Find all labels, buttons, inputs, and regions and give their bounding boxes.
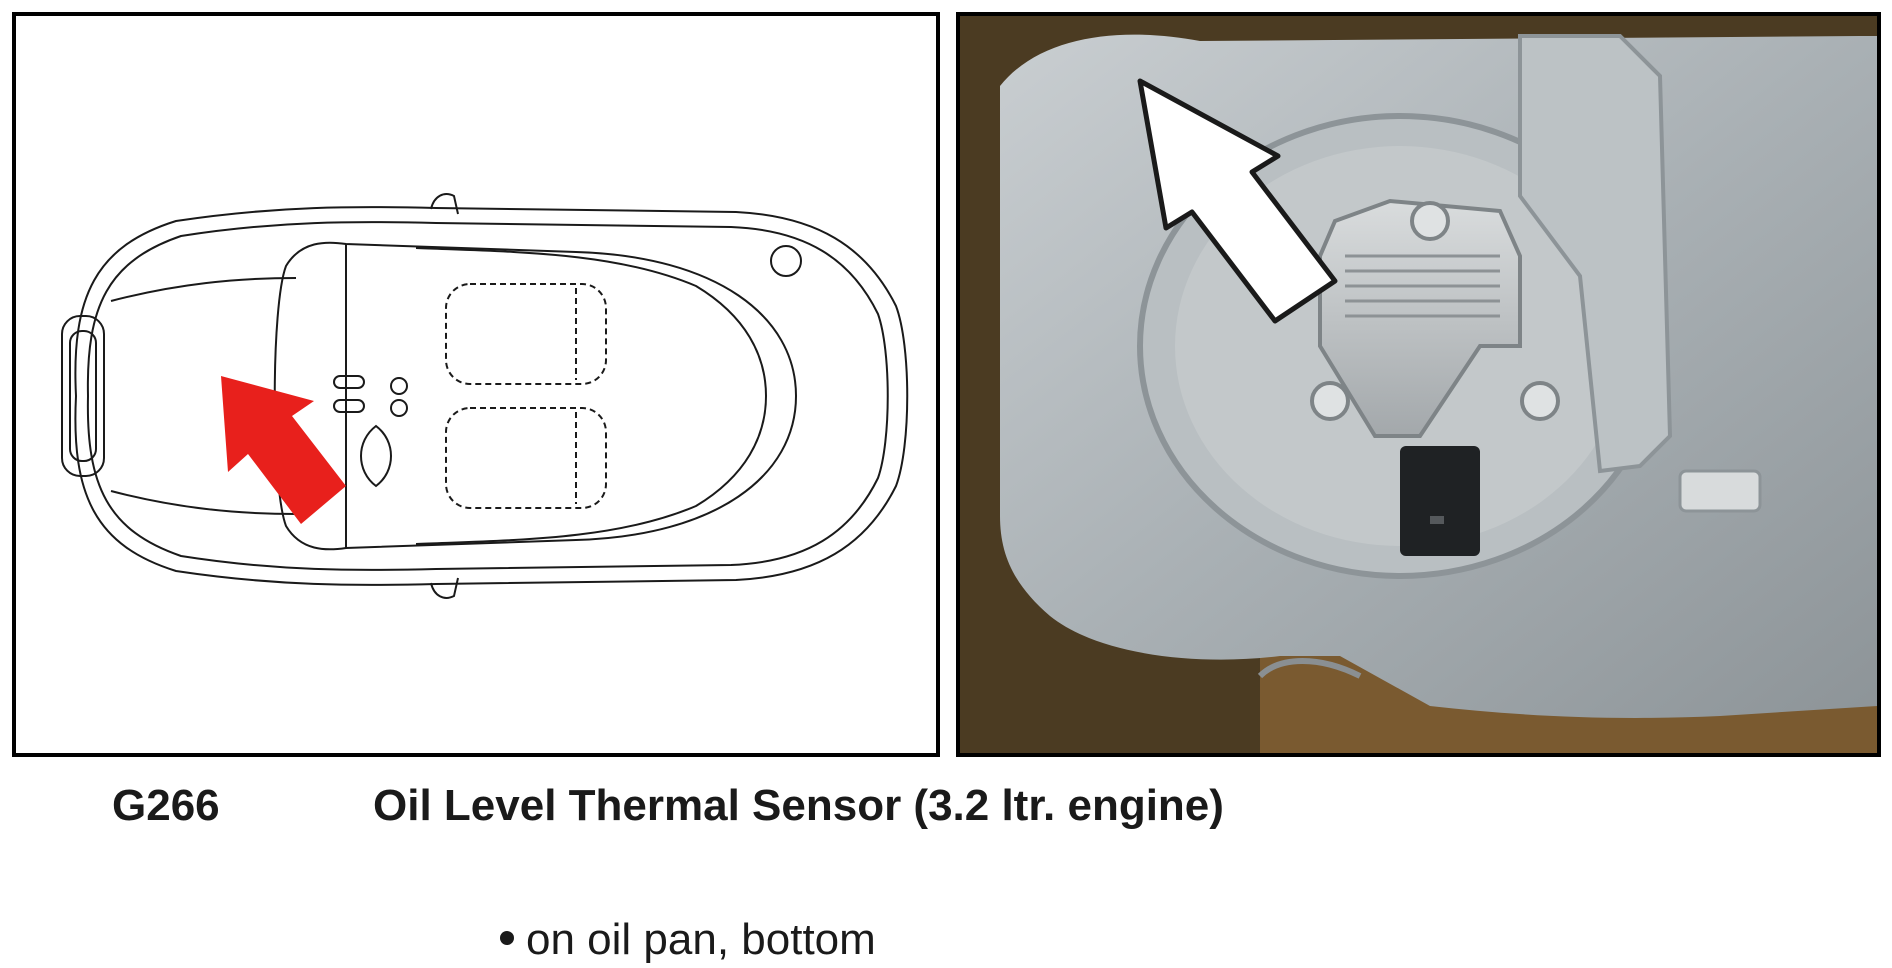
fuel-cap	[770, 245, 802, 277]
front-grille-inner	[69, 330, 97, 462]
pan-edge	[1257, 658, 1362, 679]
location-text: on oil pan, bottom	[526, 915, 876, 964]
red-arrow-icon	[221, 376, 346, 524]
console-knob	[390, 377, 408, 395]
mirror-top	[430, 193, 459, 215]
oil-pan-sensor-photo	[960, 16, 1877, 753]
car-diagram-panel	[12, 12, 940, 757]
console-item	[333, 399, 365, 413]
hood-line-bottom	[110, 490, 297, 515]
console-knob	[390, 399, 408, 417]
mounting-bracket	[1518, 34, 1673, 474]
shifter	[360, 424, 392, 488]
cabin-outline	[273, 241, 798, 551]
hex-nut	[1678, 469, 1762, 513]
front-grille	[61, 315, 105, 477]
connector-latch	[1430, 516, 1444, 524]
component-name: Oil Level Thermal Sensor (3.2 ltr. engin…	[373, 781, 1224, 830]
bolt	[1410, 201, 1450, 241]
component-code: G266	[112, 781, 220, 830]
mirror-bottom	[430, 577, 459, 599]
roof-opening	[415, 247, 768, 545]
oil-pan-photo-panel	[956, 12, 1881, 757]
console-item	[333, 375, 365, 389]
car-body-outline	[74, 206, 909, 586]
hood-line-top	[110, 277, 297, 302]
bolt	[1310, 381, 1350, 421]
sensor-connector	[1400, 446, 1480, 556]
white-arrow-icon	[1137, 78, 1338, 324]
bullet-icon	[500, 931, 514, 946]
location-line: on oil pan, bottom	[500, 918, 876, 962]
sensor-ribs	[1345, 254, 1500, 318]
bolt	[1520, 381, 1560, 421]
seats	[445, 283, 607, 509]
car-body-inner	[86, 221, 889, 571]
car-top-view-diagram	[61, 193, 909, 599]
sensor-housing	[1318, 198, 1522, 438]
